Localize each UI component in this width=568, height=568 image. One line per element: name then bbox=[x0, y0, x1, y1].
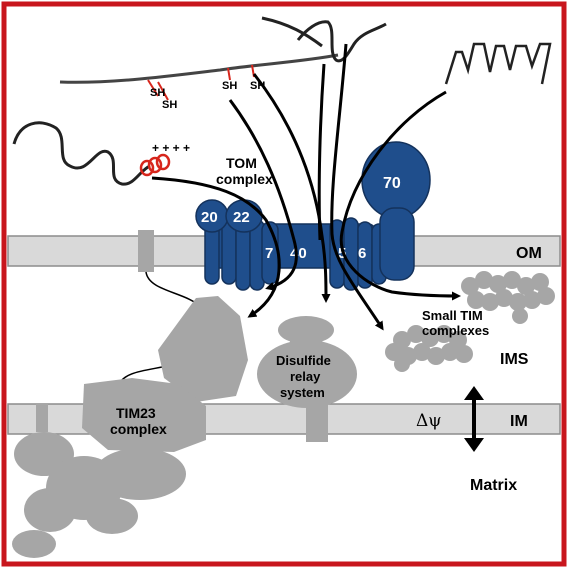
ims-label: IMS bbox=[500, 351, 529, 368]
disulfide-label-line1: Disulfide bbox=[276, 353, 331, 368]
im-label: IM bbox=[510, 413, 528, 430]
om-label: OM bbox=[516, 245, 542, 262]
tom70-stem bbox=[379, 207, 415, 281]
tim23-label-line2: complex bbox=[110, 421, 167, 437]
presequence-precursor bbox=[12, 121, 151, 186]
disulfide-label-line3: system bbox=[280, 385, 325, 400]
tom40-label: 40 bbox=[290, 245, 307, 262]
sh-label-1: SH bbox=[150, 87, 165, 99]
matrix-label: Matrix bbox=[470, 477, 517, 494]
beta-barrel-precursor bbox=[444, 42, 552, 85]
arrow-precursor-to-tom bbox=[228, 99, 298, 291]
tom-complex-label-line1: TOM bbox=[226, 155, 257, 171]
top-loop-precursor bbox=[296, 20, 387, 63]
arrow-to-small-tim-upper bbox=[339, 90, 461, 301]
small-tim-label-line1: Small TIM bbox=[422, 308, 483, 323]
delta-psi-label: Δψ bbox=[416, 411, 442, 431]
cysteine-precursor bbox=[59, 53, 339, 84]
tim23-label-line1: TIM23 bbox=[116, 405, 156, 421]
arrow-top-loop bbox=[317, 63, 326, 241]
arrow-to-small-tim-lower bbox=[330, 43, 384, 331]
tom-complex-label-line2: complex bbox=[216, 171, 273, 187]
disulfide-label-line2: relay bbox=[290, 369, 321, 384]
sh-label-3: SH bbox=[222, 80, 237, 92]
disulfide-relay-system bbox=[257, 316, 357, 442]
tom20-label: 20 bbox=[201, 209, 218, 226]
membrane-potential-arrow bbox=[464, 386, 484, 452]
top-loop-precursor-left bbox=[261, 16, 323, 48]
tom7-label: 7 bbox=[265, 245, 273, 262]
tom70-label: 70 bbox=[383, 175, 401, 192]
sh-label-2: SH bbox=[162, 99, 177, 111]
tom22-label: 22 bbox=[233, 209, 250, 226]
import-arrows bbox=[151, 43, 461, 331]
om-anchor-protein bbox=[138, 230, 154, 272]
precursor-chains bbox=[12, 16, 552, 186]
positive-charges: + + + + bbox=[152, 141, 190, 155]
presequence-helix bbox=[139, 153, 171, 177]
tom6-label: 6 bbox=[358, 245, 366, 262]
small-tim-label-line2: complexes bbox=[422, 323, 489, 338]
small-tim-complexes bbox=[385, 271, 555, 372]
tim23-complex bbox=[12, 296, 248, 558]
